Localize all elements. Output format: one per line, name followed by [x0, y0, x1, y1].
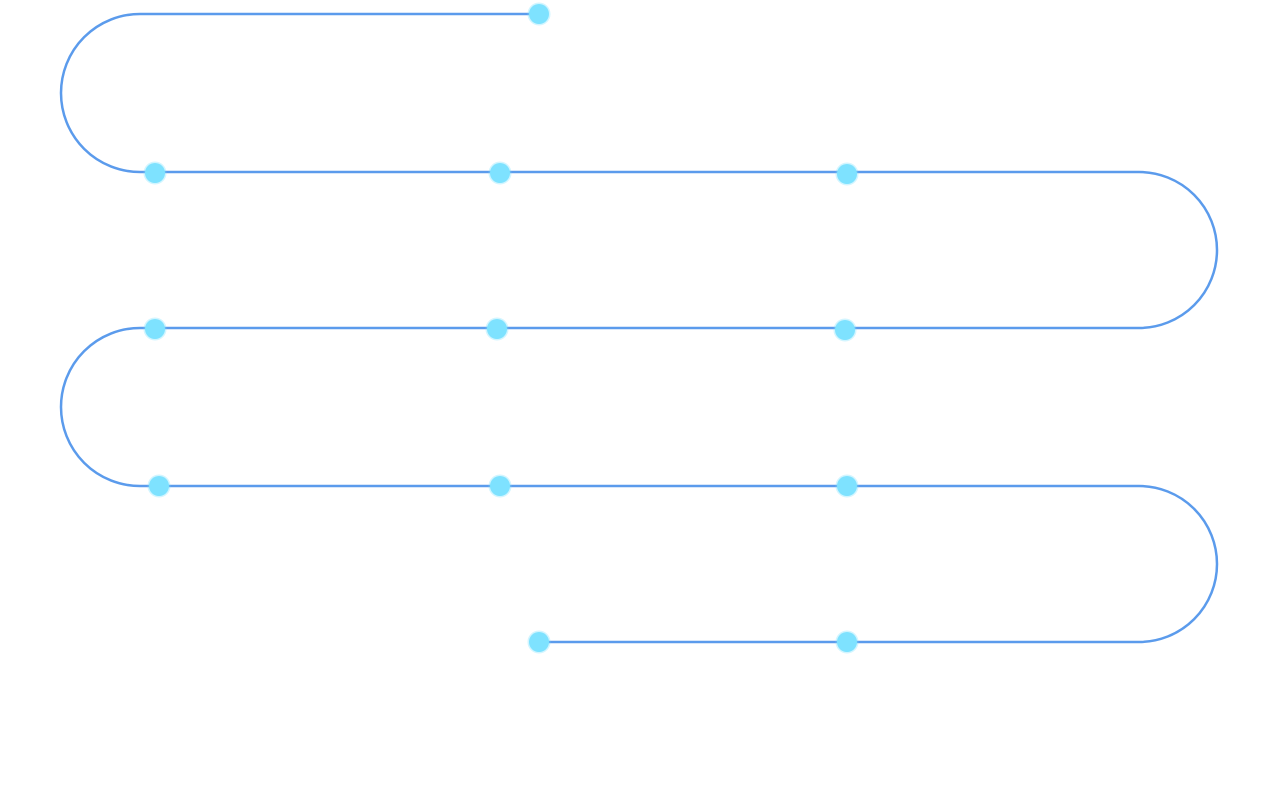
timeline-node[interactable] [485, 317, 509, 341]
timeline-node[interactable] [835, 630, 859, 654]
timeline-track [59, 12, 1219, 644]
timeline-node[interactable] [488, 161, 512, 185]
timeline-nodes [143, 2, 859, 654]
timeline-node[interactable] [527, 630, 551, 654]
timeline-node[interactable] [527, 2, 551, 26]
timeline-node[interactable] [143, 317, 167, 341]
timeline-node[interactable] [147, 474, 171, 498]
timeline-node[interactable] [488, 474, 512, 498]
timeline-node[interactable] [835, 162, 859, 186]
timeline-node[interactable] [835, 474, 859, 498]
timeline-node[interactable] [833, 318, 857, 342]
timeline-node[interactable] [143, 161, 167, 185]
